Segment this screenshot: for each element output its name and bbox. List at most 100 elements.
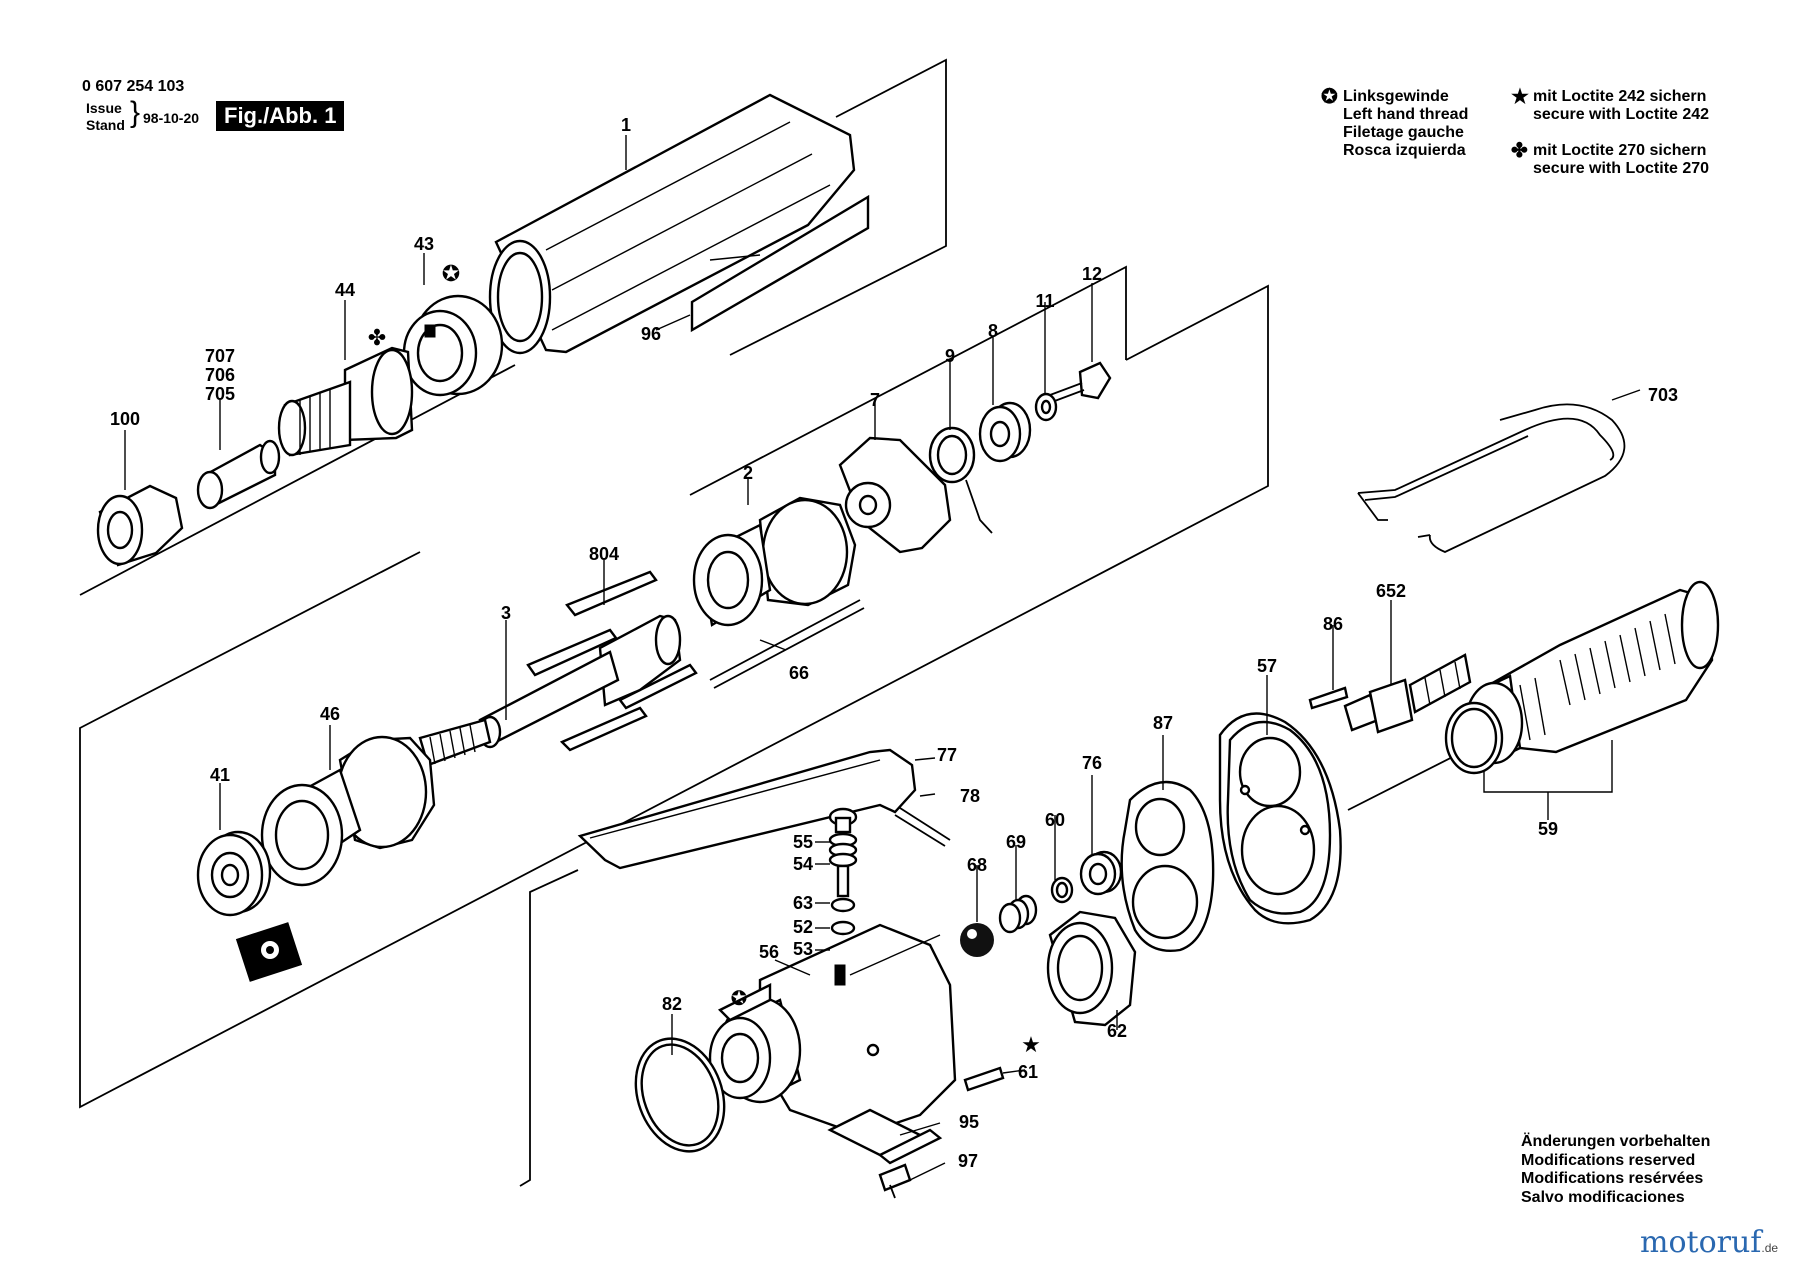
part-12-screw — [1049, 361, 1112, 403]
part-703-hanger-bracket — [1357, 403, 1626, 553]
label-9: 9 — [945, 346, 955, 366]
label-56: 56 — [759, 942, 779, 962]
note-fr: Modifications resérvées — [1521, 1170, 1704, 1187]
label-57: 57 — [1257, 656, 1277, 676]
left-thread-icon: ✪ — [731, 988, 748, 1010]
label-43: 43 — [414, 234, 434, 254]
bearing-press-icon — [235, 922, 303, 982]
part-55-valve-pin — [828, 807, 858, 834]
watermark-text: motoruf — [1640, 1225, 1762, 1260]
legend-loctite-270: ✤ mit Loctite 270 sichern secure with Lo… — [1511, 140, 1710, 178]
part-87-gasket — [1120, 780, 1215, 952]
club-icon: ✤ — [1511, 140, 1528, 162]
label-100: 100 — [110, 409, 140, 429]
label-97: 97 — [958, 1151, 978, 1171]
note-en: Modifications reserved — [1521, 1151, 1696, 1169]
part-82-o-ring — [634, 1037, 726, 1153]
label-2: 2 — [743, 463, 753, 483]
part-43-ring-nut — [402, 294, 504, 397]
note-es: Salvo modificaciones — [1521, 1188, 1685, 1206]
part-3-rotor-shaft — [418, 614, 682, 767]
part-97-screw — [878, 1163, 912, 1199]
legend-text-es: Rosca izquierda — [1343, 142, 1466, 159]
legend-text-en: secure with Loctite 270 — [1533, 160, 1710, 177]
brace-symbol: } — [130, 96, 141, 129]
label-96: 96 — [641, 324, 661, 344]
label-1: 1 — [621, 115, 631, 135]
part-62-union-nut — [1046, 910, 1137, 1027]
part-59-silencer — [1444, 580, 1720, 775]
legend-text-fr: Filetage gauche — [1343, 124, 1464, 141]
label-706: 706 — [205, 365, 235, 385]
label-3: 3 — [501, 603, 511, 623]
part-78-lever-pin — [894, 807, 951, 847]
label-87: 87 — [1153, 713, 1173, 733]
part-46-bearing-housing — [260, 735, 436, 887]
issue-date: 98-10-20 — [143, 110, 200, 126]
label-8: 8 — [988, 321, 998, 341]
part-63-valve-stem — [836, 864, 850, 898]
part-61-grub-screw — [963, 1066, 1005, 1092]
part-41-ball-bearing — [196, 830, 272, 917]
label-61: 61 — [1018, 1062, 1038, 1082]
part-804-vanes — [526, 570, 698, 752]
issue-label: Issue — [86, 100, 122, 116]
frame-lines — [79, 58, 1487, 1187]
legend-text-de: mit Loctite 270 sichern — [1533, 142, 1707, 159]
part-53-washer — [830, 920, 856, 936]
part-69-spring — [998, 894, 1038, 934]
watermark: motoruf.de — [1640, 1225, 1778, 1260]
star-icon: ★ — [1511, 86, 1529, 108]
label-82: 82 — [662, 994, 682, 1014]
part-2-cylinder — [692, 496, 857, 627]
star-icon: ★ — [1021, 1032, 1041, 1057]
part-labels: 1 96 43 44 707 706 705 100 12 11 8 9 7 2… — [110, 115, 1678, 1171]
label-44: 44 — [335, 280, 355, 300]
label-705: 705 — [205, 384, 235, 404]
label-76: 76 — [1082, 753, 1102, 773]
left-thread-icon: ✪ — [442, 261, 460, 286]
label-703: 703 — [1648, 385, 1678, 405]
part-57-end-cover — [1218, 712, 1342, 925]
label-59: 59 — [1538, 819, 1558, 839]
part-56-motor-housing — [708, 923, 957, 1162]
legend-text-en: secure with Loctite 242 — [1533, 106, 1710, 123]
part-95-guard — [877, 1128, 943, 1165]
part-1-grip-sleeve — [488, 93, 856, 355]
leader-lines — [124, 135, 1641, 1181]
label-41: 41 — [210, 765, 230, 785]
label-78: 78 — [960, 786, 980, 806]
label-55: 55 — [793, 832, 813, 852]
label-68: 68 — [967, 855, 987, 875]
label-95: 95 — [959, 1112, 979, 1132]
label-60: 60 — [1045, 810, 1065, 830]
label-652: 652 — [1376, 581, 1406, 601]
silencer-slots — [1559, 613, 1676, 706]
club-icon: ✤ — [368, 325, 386, 350]
part-77-throttle-lever — [577, 748, 917, 870]
label-46: 46 — [320, 704, 340, 724]
part-9-circlip — [928, 426, 993, 534]
part-8-bearing — [978, 401, 1032, 463]
legend-left-hand-thread: ✪ Linksgewinde Left hand thread Filetage… — [1321, 86, 1468, 160]
stand-label: Stand — [86, 117, 125, 133]
part-705-collet — [196, 439, 281, 510]
label-7: 7 — [870, 390, 880, 410]
part-44-collet-holder — [277, 346, 414, 457]
part-number: 0 607 254 103 — [82, 78, 185, 95]
label-52: 52 — [793, 917, 813, 937]
part-100-collet-nut — [96, 484, 184, 567]
watermark-suffix: .de — [1761, 1241, 1779, 1255]
part-652-hose-nipple — [1343, 653, 1472, 734]
label-66: 66 — [789, 663, 809, 683]
label-53: 53 — [793, 939, 813, 959]
label-69: 69 — [1006, 832, 1026, 852]
left-thread-icon: ✪ — [1321, 86, 1338, 108]
part-76-valve-seat — [1079, 850, 1123, 896]
part-96-label-strip — [690, 194, 870, 333]
label-86: 86 — [1323, 614, 1343, 634]
part-60-o-ring — [1050, 876, 1074, 904]
annotation-symbols: ✪ ✤ ✪ ★ — [368, 261, 1041, 1057]
